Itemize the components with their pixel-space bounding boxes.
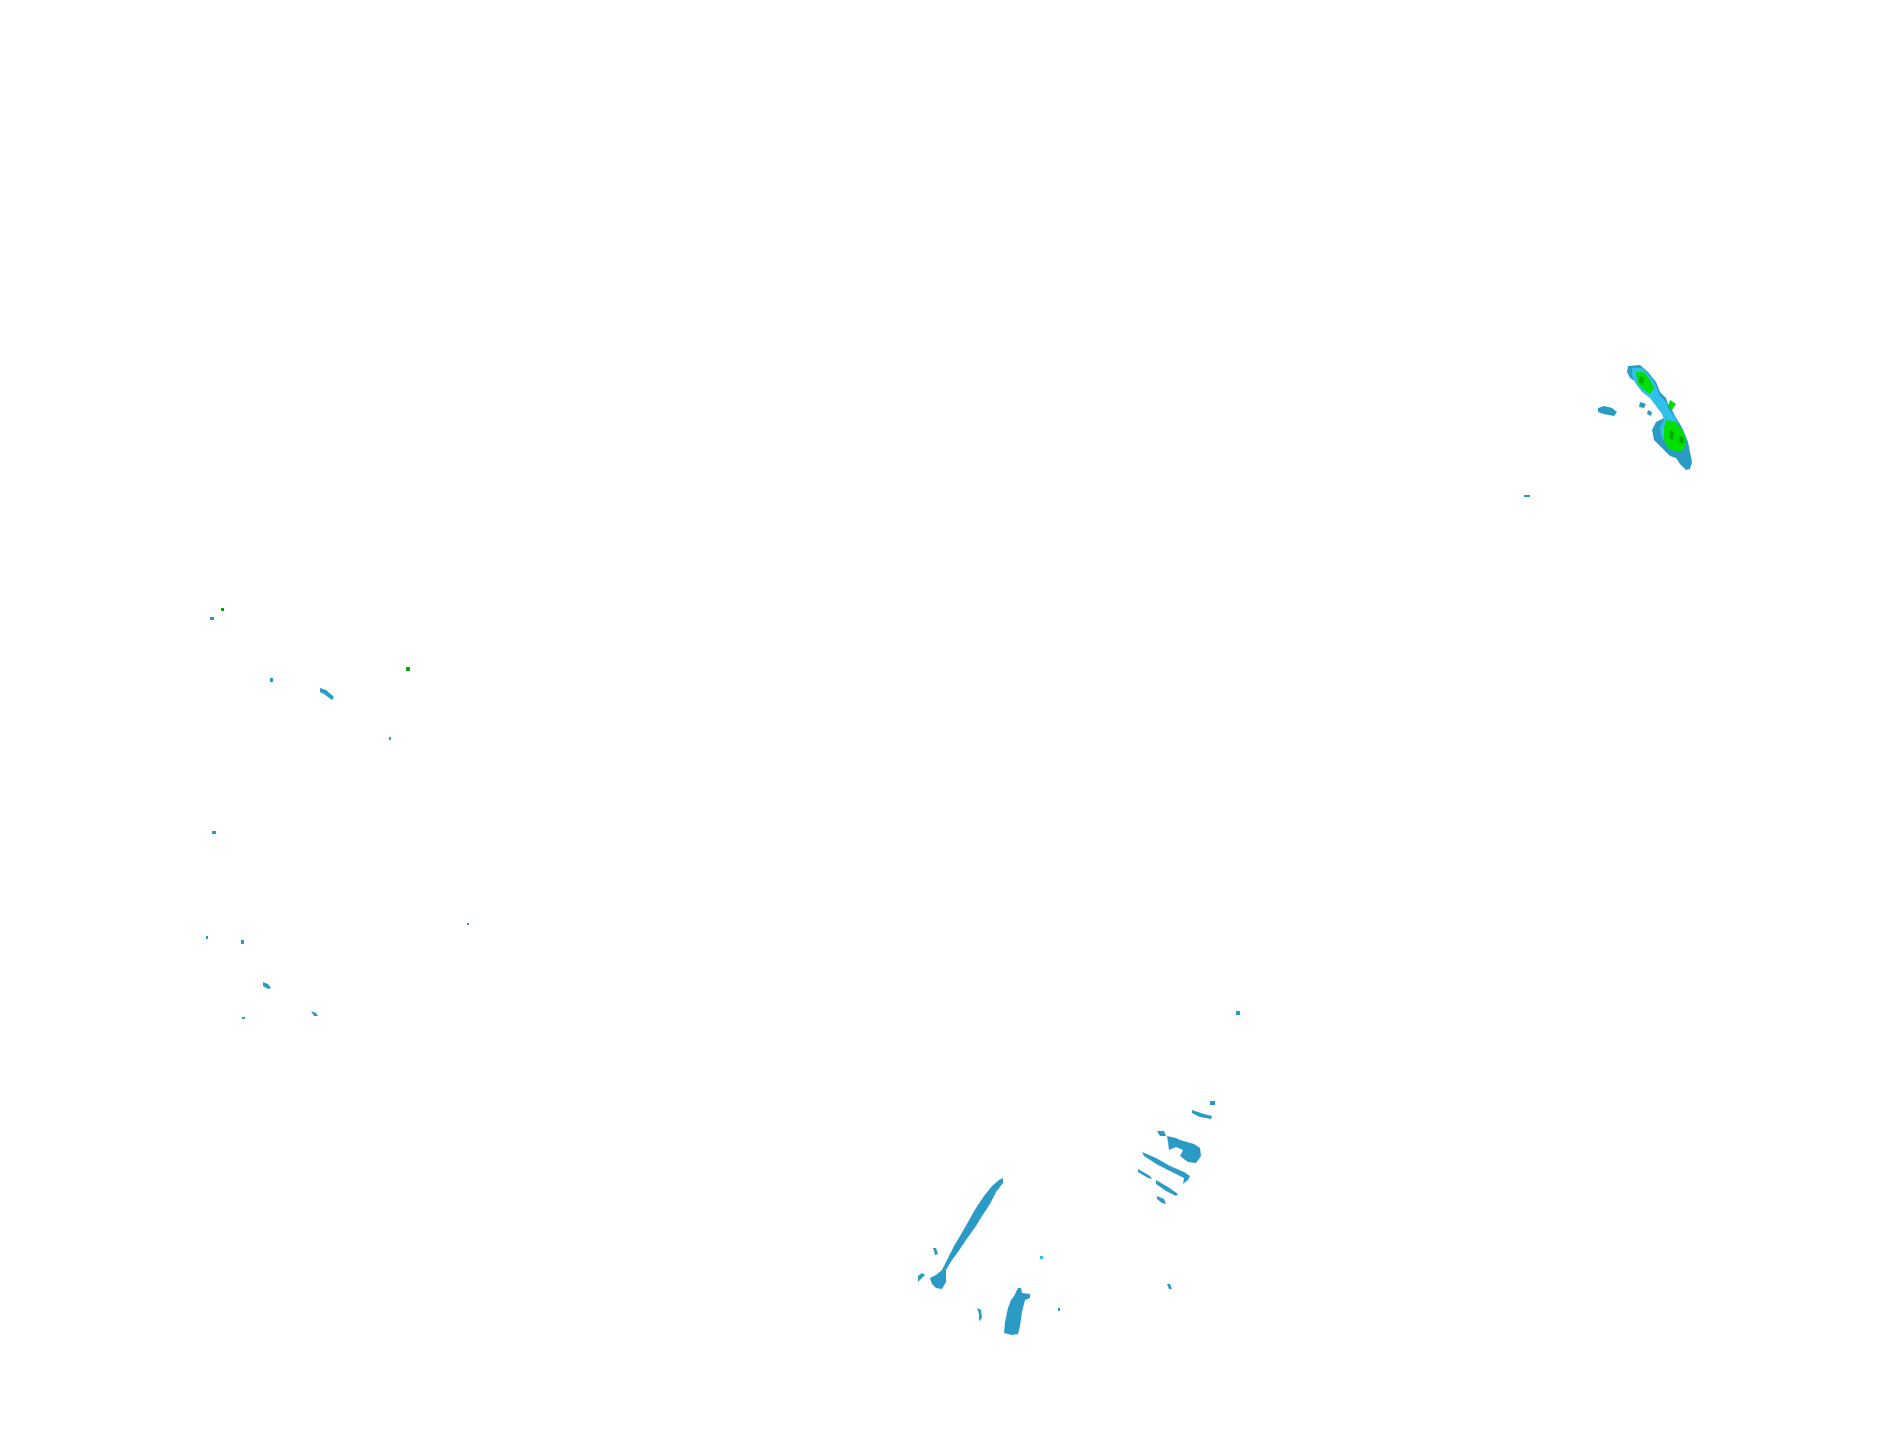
- echo-streak: [1142, 1152, 1190, 1184]
- echo-speck: [1236, 1011, 1240, 1015]
- echo-speck: [241, 940, 244, 944]
- echo-speck: [406, 667, 410, 671]
- echo-speck: [212, 831, 216, 834]
- echo-fragment: [933, 1248, 938, 1255]
- echo-speck: [467, 923, 469, 925]
- echo-streak: [320, 688, 334, 700]
- echo-speck: [221, 608, 224, 611]
- echo-fragment: [1167, 1284, 1172, 1289]
- echo-fragment: [977, 1308, 982, 1321]
- echo-streak: [263, 982, 271, 989]
- echo-fragment: [1157, 1131, 1166, 1136]
- echo-speck: [1040, 1256, 1043, 1259]
- echo-speck: [1058, 1308, 1060, 1311]
- echo-speck: [206, 936, 208, 939]
- echo-long-band: [930, 1178, 1003, 1289]
- storm-band-south: [918, 1101, 1215, 1335]
- echo-streak: [1156, 1180, 1178, 1196]
- storm-cell-northeast: [1524, 365, 1692, 497]
- echo-cell: [1004, 1288, 1030, 1335]
- echo-speck: [270, 678, 273, 682]
- echo-speck: [389, 737, 391, 740]
- echo-streak: [1157, 1196, 1166, 1204]
- echo-cluster: [1167, 1136, 1201, 1163]
- echo-speck: [1210, 1101, 1215, 1105]
- echo-speck: [210, 617, 214, 620]
- echo-fragment: [1524, 402, 1652, 497]
- echo-speck: [242, 1017, 245, 1019]
- scattered-echoes-west: [206, 608, 1240, 1019]
- echo-streak: [1192, 1110, 1212, 1119]
- echo-fragment: [918, 1273, 925, 1282]
- echo-streak: [1138, 1169, 1152, 1179]
- echo-streak: [311, 1011, 318, 1016]
